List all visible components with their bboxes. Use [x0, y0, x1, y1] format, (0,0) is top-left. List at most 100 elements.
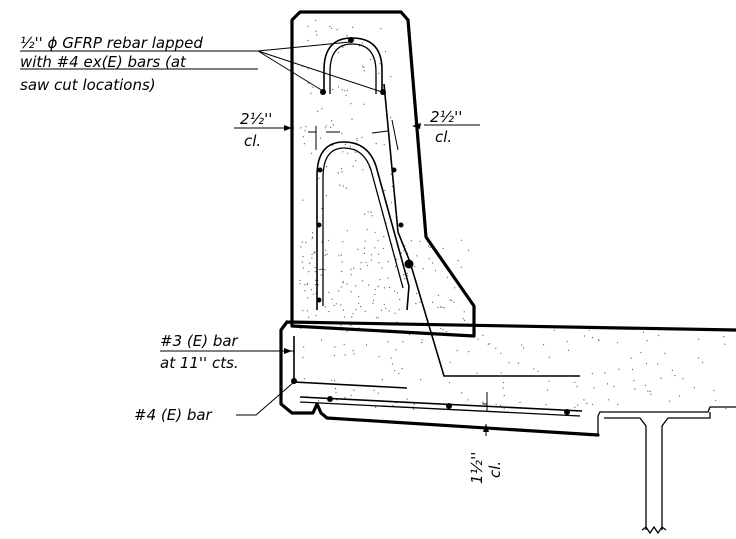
stipple-dot [428, 245, 430, 247]
stipple-dot [307, 25, 309, 27]
stipple-dot [307, 82, 309, 84]
stipple-dot [398, 372, 400, 375]
stipple-dot [341, 89, 343, 91]
stipple-dot [340, 286, 342, 288]
bar3-arrow [284, 348, 292, 354]
stipple-dot [617, 403, 619, 406]
stipple-dot [360, 306, 362, 308]
stipple-dot [344, 90, 346, 92]
stipple-dot [649, 390, 651, 392]
stipple-dot [350, 324, 352, 326]
stipple-dot [347, 152, 349, 154]
stipple-dot [364, 240, 366, 242]
stipple-dot [353, 267, 355, 269]
stipple-dot [416, 255, 418, 257]
stipple-dot [566, 340, 568, 342]
stipple-dot [616, 342, 619, 344]
stipple-dot [387, 277, 389, 279]
stipple-dot [548, 380, 550, 382]
stipple-dot [334, 380, 336, 382]
stipple-dot [389, 286, 391, 288]
stipple-dot [353, 353, 355, 355]
stipple-dot [302, 310, 304, 312]
stipple-dot [334, 387, 337, 390]
stipple-dot [383, 236, 385, 238]
stipple-dot [346, 283, 348, 285]
stipple-dot [583, 335, 586, 337]
stipple-dot [380, 28, 382, 30]
stipple-dot [341, 171, 343, 173]
stipple-dot [346, 330, 348, 332]
stipple-dot [419, 240, 421, 242]
stipple-dot [374, 288, 376, 291]
stipple-dot [378, 262, 380, 264]
stipple-dot [364, 247, 366, 249]
stipple-dot [346, 35, 348, 37]
stipple-dot [443, 307, 445, 309]
stipple-dot [698, 357, 700, 359]
stipple-dot [598, 340, 600, 342]
stipple-dot [422, 268, 424, 270]
stipple-dot [387, 260, 389, 263]
stipple-dot [429, 246, 431, 249]
stipple-dot [340, 324, 342, 326]
stipple-dot [352, 350, 354, 352]
stipple-dot [346, 89, 348, 92]
stipple-dot [400, 252, 402, 254]
stipple-dot [341, 261, 343, 263]
stipple-dot [303, 378, 305, 380]
stipple-dot [456, 349, 458, 352]
stipple-dot [307, 316, 310, 318]
cl-right-dim-label: 2½'' [430, 108, 462, 126]
stipple-dot [365, 344, 368, 346]
stipple-dot [356, 138, 358, 140]
stipple-dot [355, 285, 357, 287]
gfrp-callout-line3: saw cut locations) [20, 76, 156, 94]
stipple-dot [332, 88, 334, 91]
stipple-dot [379, 63, 381, 65]
stipple-dot [383, 303, 385, 305]
bar4-leader [236, 381, 295, 416]
stipple-dot [374, 293, 376, 295]
stipple-dot [317, 110, 319, 112]
stipple-dot [302, 136, 304, 138]
stipple-dot [377, 285, 379, 288]
stipple-dot [352, 312, 354, 315]
stipple-dot [647, 390, 649, 392]
stipple-dot [335, 391, 337, 393]
stipple-dot [362, 65, 364, 67]
transverse-bar [299, 401, 581, 417]
stipple-dot [382, 247, 385, 249]
stipple-dot [414, 266, 416, 268]
stipple-dot [495, 347, 497, 349]
stipple-dot [325, 125, 327, 127]
stipple-dot [519, 401, 521, 403]
stipple-dot [522, 347, 525, 349]
stipple-dot [314, 252, 316, 254]
stipple-dot [449, 361, 451, 363]
stipple-dot [725, 408, 727, 410]
stipple-dot [723, 336, 725, 338]
stipple-dot [503, 381, 505, 384]
stipple-dot [363, 70, 365, 72]
stipple-dot [613, 385, 615, 388]
stipple-dot [468, 351, 470, 353]
stipple-dot [434, 270, 437, 272]
stipple-dot [406, 272, 408, 274]
stipple-dot [408, 334, 411, 336]
stipple-dot [374, 231, 376, 233]
stipple-dot [372, 299, 375, 301]
stipple-dot [517, 362, 520, 364]
stipple-dot [378, 355, 380, 358]
stipple-dot [328, 291, 330, 293]
stipple-dot [320, 339, 323, 341]
stipple-dot [301, 261, 303, 263]
stipple-dot [314, 266, 316, 269]
stipple-dot [357, 248, 359, 250]
stipple-dot [304, 130, 306, 132]
stipple-dot [412, 408, 415, 410]
stipple-dot [350, 274, 352, 276]
stipple-dot [363, 103, 365, 105]
stipple-dot [318, 268, 320, 271]
